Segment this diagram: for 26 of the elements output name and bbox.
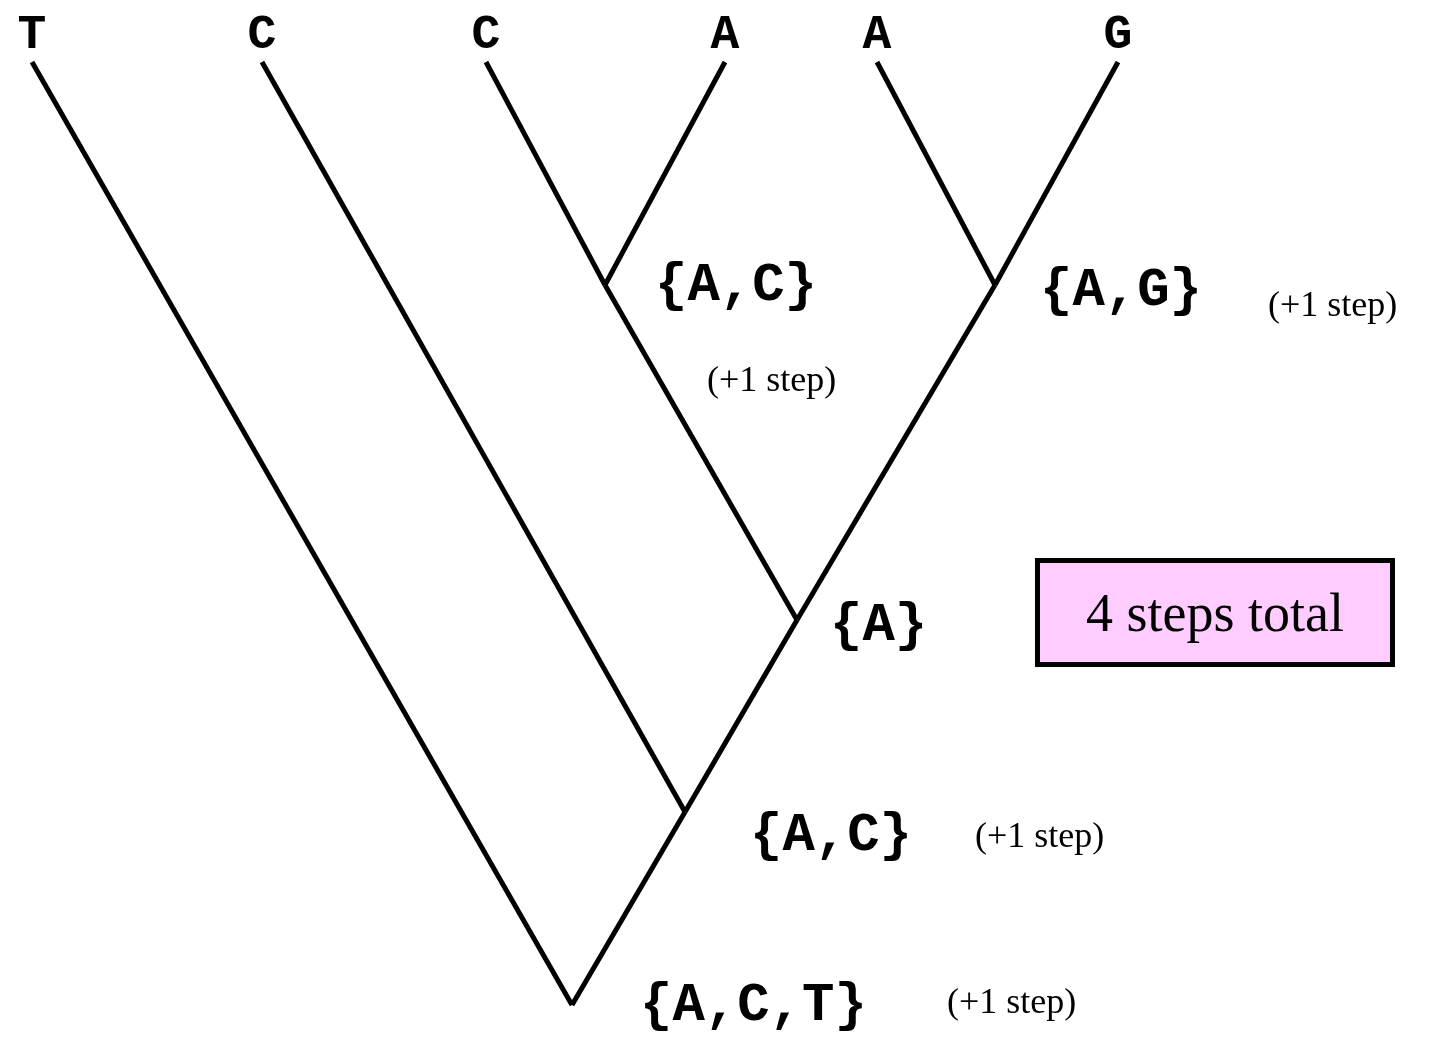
state-set-label: {A,C,T} xyxy=(640,979,867,1033)
step-count-note: (+1 step) xyxy=(707,358,837,400)
nucleotide-label: T xyxy=(2,8,62,62)
tree-branch xyxy=(874,60,998,287)
nucleotide-label: G xyxy=(1088,8,1148,62)
total-steps-box: 4 steps total xyxy=(1035,558,1395,667)
tree-branch xyxy=(682,618,800,814)
nucleotide-label: A xyxy=(695,8,755,62)
tree-branch xyxy=(569,810,688,1007)
state-set-label: {A,C} xyxy=(655,259,818,313)
state-set-label: {A,C} xyxy=(750,809,913,863)
nucleotide-label: A xyxy=(847,8,907,62)
tree-branch xyxy=(602,60,728,287)
step-count-note: (+1 step) xyxy=(947,980,1077,1022)
tree-branch xyxy=(259,60,688,814)
step-count-note: (+1 step) xyxy=(1268,283,1398,325)
tree-branch xyxy=(992,60,1121,287)
tree-branch xyxy=(29,60,575,1007)
tree-branch xyxy=(483,60,608,287)
step-count-note: (+1 step) xyxy=(975,814,1105,856)
nucleotide-label: C xyxy=(456,8,516,62)
state-set-label: {A} xyxy=(830,599,928,653)
tree-branch xyxy=(794,283,998,622)
nucleotide-label: C xyxy=(232,8,292,62)
tree-branch xyxy=(602,283,800,622)
state-set-label: {A,G} xyxy=(1040,264,1203,318)
